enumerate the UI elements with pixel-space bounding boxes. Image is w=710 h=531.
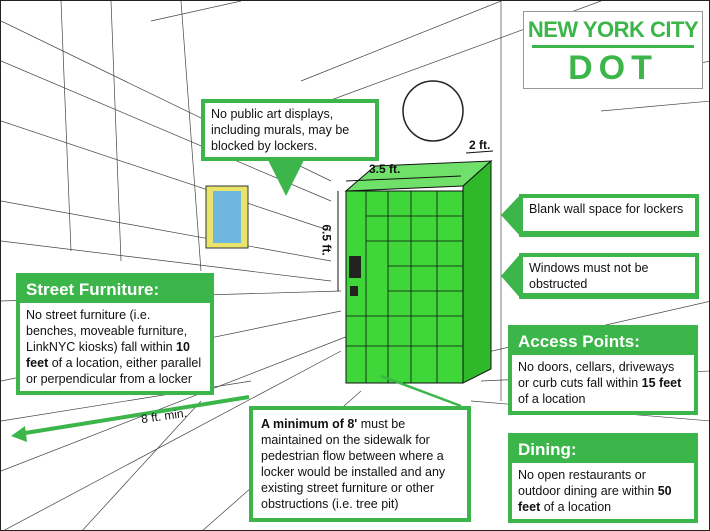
windows-pointer [501,253,521,299]
dining-title: Dining: [512,437,694,463]
minimum-sidewalk-text: A minimum of 8' must be maintained on th… [261,417,446,511]
public-art-pointer [266,156,306,196]
height-label: 6.5 ft. [319,224,334,256]
dining-text: No open restaurants or outdoor dining ar… [518,468,672,514]
blank-wall-text: Blank wall space for lockers [523,198,695,231]
minimum-sidewalk-panel: A minimum of 8' must be maintained on th… [249,406,471,522]
windows-callout: Windows must not be obstructed [519,253,699,299]
public-art-text: No public art displays, including murals… [205,103,375,157]
logo-dot: DOT [568,49,658,87]
nyc-dot-logo: NEW YORK CITY DOT [523,11,703,89]
sidewalk-arrow [11,374,462,442]
street-furniture-panel: Street Furniture: No street furniture (i… [16,273,214,395]
access-points-panel: Access Points: No doors, cellars, drivew… [508,325,698,415]
dimension-lines [337,150,494,291]
street-furniture-title: Street Furniture: [20,277,210,303]
dining-panel: Dining: No open restaurants or outdoor d… [508,433,698,523]
round-sign [402,80,464,142]
windows-text: Windows must not be obstructed [523,257,695,293]
public-art-callout: No public art displays, including murals… [201,99,379,161]
blank-wall-callout: Blank wall space for lockers [519,194,699,237]
street-furniture-text: No street furniture (i.e. benches, movea… [26,308,202,386]
access-points-title: Access Points: [512,329,694,355]
depth-label: 2 ft. [469,138,491,152]
width-label: 3.5 ft. [369,162,401,176]
access-points-text: No doors, cellars, driveways or curb cut… [518,360,682,406]
blank-wall-pointer [501,194,521,237]
logo-text: NEW YORK CITY [527,17,699,42]
locker [344,159,493,384]
